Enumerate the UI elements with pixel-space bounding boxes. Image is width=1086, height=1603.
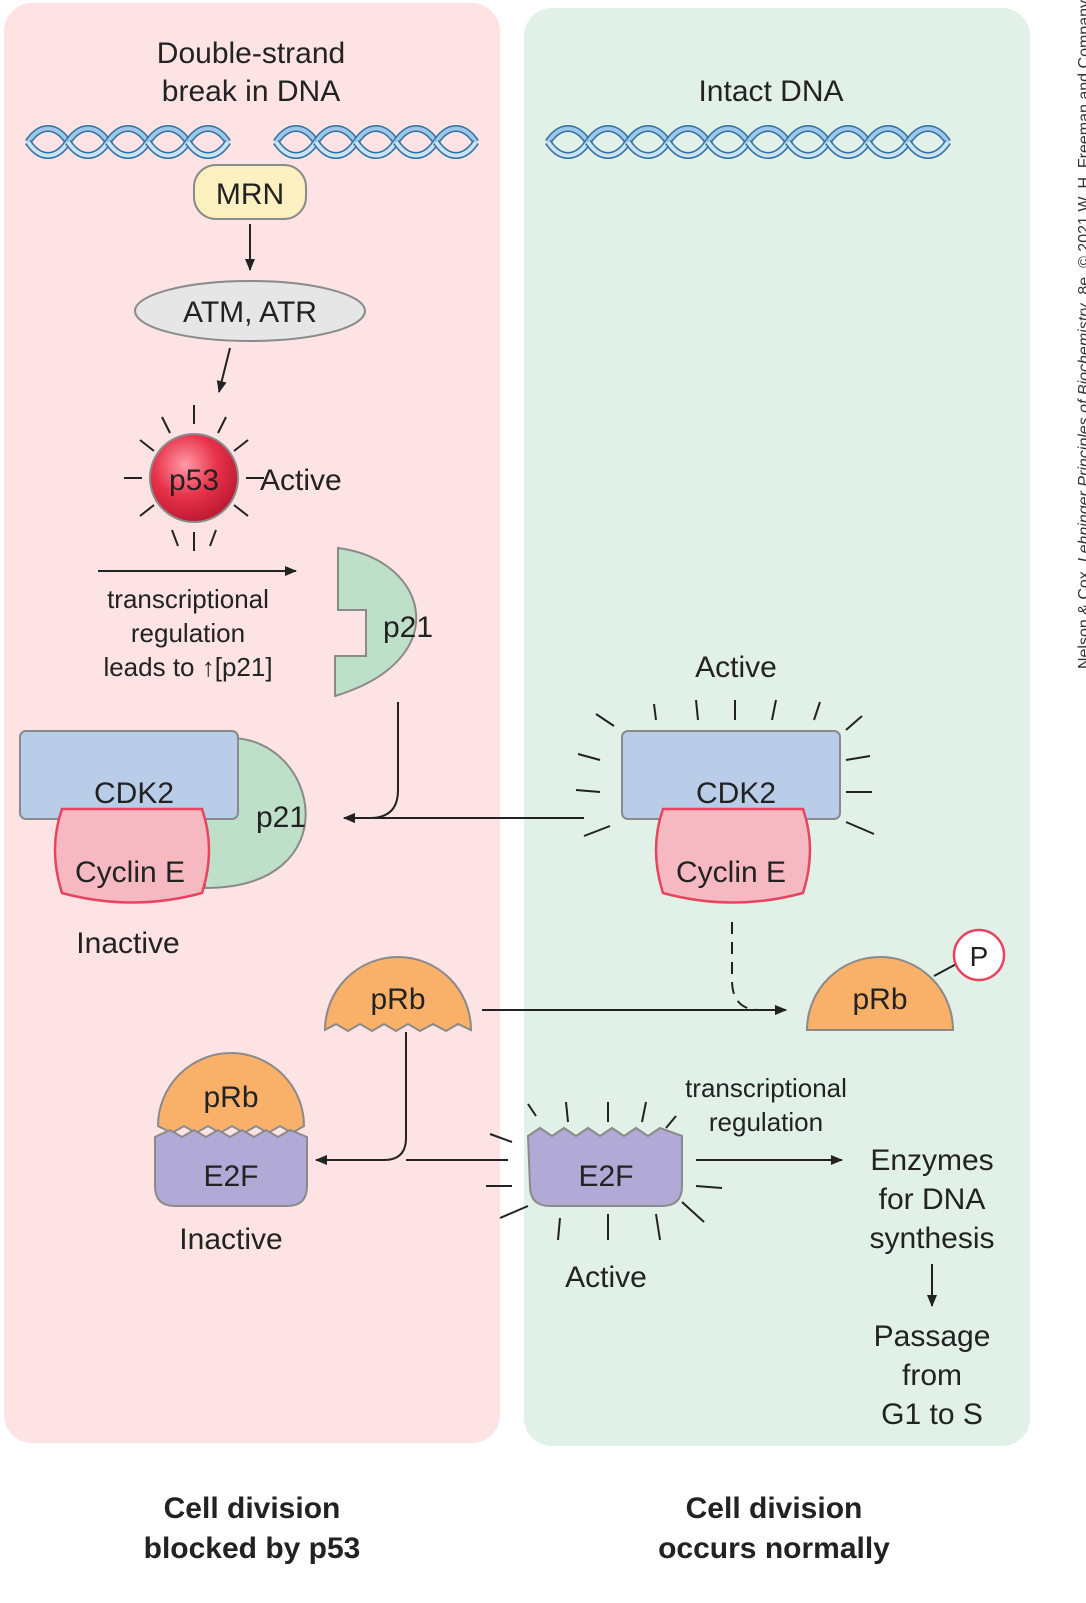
right-panel: [524, 8, 1030, 1446]
arrow-prb-to-e2f-binding: [315, 1032, 407, 1165]
transcription-right-line-2: regulation: [709, 1107, 823, 1137]
passage-line-2: from: [902, 1359, 962, 1392]
complex-cyclin-shape: [53, 807, 211, 904]
transcription-left-line-2: regulation: [131, 618, 245, 648]
right-title: Intact DNA: [698, 75, 843, 108]
transcription-right-line-1: transcriptional: [685, 1073, 847, 1103]
complex-cyclin-label: Cyclin E: [75, 856, 185, 889]
p53-label: p53: [169, 464, 219, 497]
mrn-box: [193, 164, 307, 220]
transcription-left-line-3: leads to ↑[p21]: [103, 652, 272, 682]
left-footer-line-1: Cell division: [164, 1492, 341, 1525]
left-title-line-2: break in DNA: [162, 75, 340, 108]
bound-prb-label: pRb: [203, 1081, 258, 1114]
arrow-atm-to-p53: [216, 347, 231, 393]
phosphate-label: P: [970, 941, 989, 972]
e2f-activity-rays: [486, 1101, 723, 1241]
enzymes-line-3: synthesis: [869, 1222, 994, 1255]
mrn-label: MRN: [216, 178, 284, 211]
enzymes-line-1: Enzymes: [870, 1144, 993, 1177]
atm-atr-label: ATM, ATR: [183, 296, 317, 329]
prb-phospho-shape: [805, 956, 955, 1031]
p53-circle: [149, 433, 239, 523]
dashed-arrow-cdk-to-prb: [731, 922, 787, 1015]
complex-cdk2-label: CDK2: [94, 777, 174, 810]
complex-inactive-label: Inactive: [76, 927, 179, 960]
p21-free-shape: [334, 546, 417, 698]
e2f-active-label: E2F: [578, 1160, 633, 1193]
passage-line-1: Passage: [874, 1320, 991, 1353]
bound-prb-shape: [156, 1052, 306, 1135]
credit-book-title: Lehninger Principles of Biochemistry: [1076, 303, 1086, 563]
bound-e2f-shape: [154, 1128, 308, 1207]
p53-state-label: Active: [260, 464, 342, 497]
enzymes-line-2: for DNA: [879, 1183, 986, 1216]
p53-activity-rays: [124, 405, 264, 551]
e2f-active-shape: [526, 1126, 683, 1207]
cyclin-e-shape: [654, 807, 812, 904]
prb-free-label: pRb: [370, 983, 425, 1016]
bound-e2f-label: E2F: [203, 1160, 258, 1193]
cdk-active-label: Active: [695, 651, 777, 684]
passage-line-3: G1 to S: [881, 1398, 983, 1431]
cyclin-e-label: Cyclin E: [676, 856, 786, 889]
left-footer-line-2: blocked by p53: [144, 1532, 361, 1565]
credit-suffix: , 8e, © 2021 W. H. Freeman and Company: [1076, 0, 1086, 304]
phosphate-circle: [952, 928, 1006, 982]
cdk-activity-rays: [575, 699, 875, 837]
complex-p21-label: p21: [256, 801, 306, 834]
prb-phospho-label: pRb: [852, 983, 907, 1016]
left-title-line-1: Double-strand: [157, 37, 345, 70]
prb-free-shape: [323, 956, 473, 1033]
bound-inactive-label: Inactive: [179, 1223, 282, 1256]
p21-free-label: p21: [383, 611, 433, 644]
right-footer-line-1: Cell division: [686, 1492, 863, 1525]
credit-prefix: Nelson & Cox,: [1076, 566, 1086, 670]
cdk2-label: CDK2: [696, 777, 776, 810]
left-panel: [4, 3, 500, 1443]
atm-atr-ellipse: [134, 280, 366, 342]
transcription-left-line-1: transcriptional: [107, 584, 269, 614]
e2f-active-state: Active: [565, 1261, 647, 1294]
right-footer-line-2: occurs normally: [658, 1532, 890, 1565]
copyright-credit: Nelson & Cox, Lehninger Principles of Bi…: [1076, 0, 1086, 700]
